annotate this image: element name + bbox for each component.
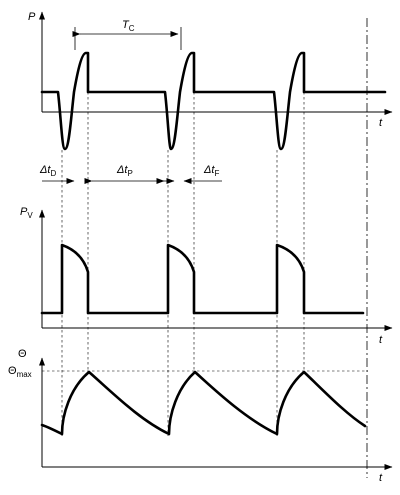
vapor-panel: PV t — [20, 206, 393, 346]
vapor-y-label: PV — [20, 206, 33, 220]
power-y-label: P — [28, 11, 36, 23]
vapor-x-label: t — [379, 334, 383, 346]
pulse-label: ΔtP — [116, 164, 133, 178]
temperature-panel: Θ Θmax t — [8, 348, 393, 484]
theta-max-label: Θmax — [8, 365, 32, 379]
power-panel: P t — [28, 11, 393, 151]
power-signal — [40, 51, 387, 151]
temperature-signal — [40, 370, 367, 436]
vapor-signal — [40, 243, 365, 315]
cycle-time-label: TC — [122, 19, 135, 33]
fall-label: ΔtF — [203, 164, 219, 178]
temperature-y-label: Θ — [18, 348, 27, 360]
guide-lines — [42, 18, 368, 478]
timing-dimensions: TC ΔtD ΔtP ΔtF — [39, 19, 222, 184]
delay-label: ΔtD — [39, 164, 56, 178]
temperature-x-label: t — [379, 472, 383, 484]
power-x-label: t — [379, 117, 383, 129]
